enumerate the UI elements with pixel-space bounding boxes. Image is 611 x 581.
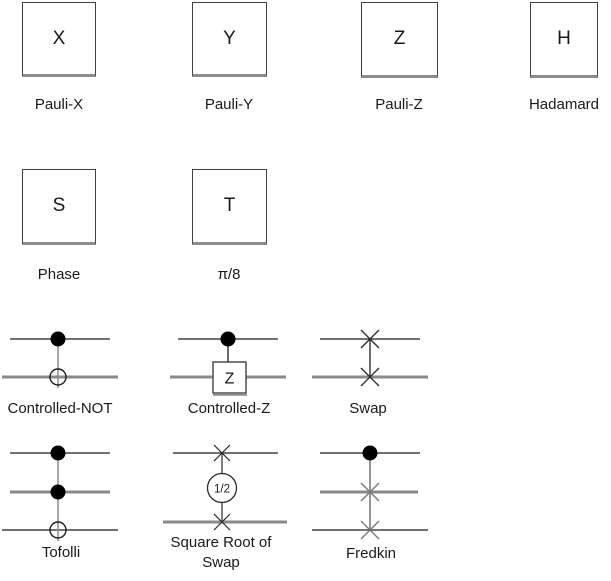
gate-box-pi-over-8: T bbox=[192, 169, 267, 245]
circuit-sqrt-swap: 1/2 bbox=[163, 444, 287, 531]
cz-target-symbol: Z bbox=[225, 371, 235, 388]
caption-pauli-x: Pauli-X bbox=[34, 96, 84, 113]
cz-target-box bbox=[212, 361, 247, 394]
control-dot-icon bbox=[50, 331, 66, 347]
swap-cross-icon bbox=[213, 444, 231, 462]
circuit-cnot bbox=[2, 331, 118, 388]
caption-toffoli: Tofolli bbox=[41, 544, 81, 561]
swap-cross-icon bbox=[213, 513, 231, 531]
caption-sqrt-swap: Square Root of Swap bbox=[171, 533, 272, 573]
gate-symbol-pauli-x: X bbox=[52, 27, 66, 49]
gate-box-pauli-y: Y bbox=[192, 2, 267, 77]
half-power-node bbox=[206, 472, 238, 504]
circuit-swap bbox=[312, 329, 428, 387]
gate-box-pauli-z: Z bbox=[361, 2, 438, 78]
xor-target-icon bbox=[49, 521, 67, 539]
caption-pauli-z: Pauli-Z bbox=[375, 96, 423, 113]
half-power-symbol: 1/2 bbox=[214, 484, 230, 496]
caption-cnot: Controlled-NOT bbox=[7, 400, 113, 417]
swap-cross-icon bbox=[360, 520, 380, 540]
caption-swap: Swap bbox=[349, 400, 387, 417]
swap-cross-icon bbox=[360, 329, 380, 349]
caption-cz: Controlled-Z bbox=[187, 400, 271, 417]
control-dot-icon bbox=[50, 484, 66, 500]
caption-sqrt-swap-line2: Swap bbox=[202, 554, 240, 571]
gate-symbol-pauli-y: Y bbox=[223, 27, 236, 49]
control-dot-icon bbox=[50, 445, 66, 461]
caption-phase: Phase bbox=[37, 266, 81, 283]
gate-box-hadamard: H bbox=[530, 2, 598, 78]
xor-target-icon bbox=[49, 368, 67, 386]
gate-symbol-hadamard: H bbox=[557, 28, 571, 49]
gate-symbol-pauli-z: Z bbox=[393, 28, 406, 49]
caption-hadamard: Hadamard bbox=[528, 96, 600, 113]
control-dot-icon bbox=[220, 331, 236, 347]
circuit-cz: Z bbox=[170, 331, 286, 396]
gate-symbol-phase: S bbox=[52, 195, 66, 216]
swap-cross-icon bbox=[360, 482, 380, 502]
caption-sqrt-swap-line1: Square Root of bbox=[170, 534, 272, 551]
gate-box-phase: S bbox=[22, 169, 96, 245]
swap-cross-icon bbox=[360, 367, 380, 387]
control-dot-icon bbox=[362, 445, 378, 461]
circuit-toffoli bbox=[2, 445, 118, 541]
caption-pauli-y: Pauli-Y bbox=[204, 96, 254, 113]
gate-box-pauli-x: X bbox=[22, 2, 96, 77]
caption-pi-over-8: π/8 bbox=[217, 266, 241, 283]
gate-symbol-pi-over-8: T bbox=[223, 195, 236, 216]
caption-fredkin: Fredkin bbox=[345, 545, 397, 562]
circuit-fredkin bbox=[312, 445, 428, 540]
